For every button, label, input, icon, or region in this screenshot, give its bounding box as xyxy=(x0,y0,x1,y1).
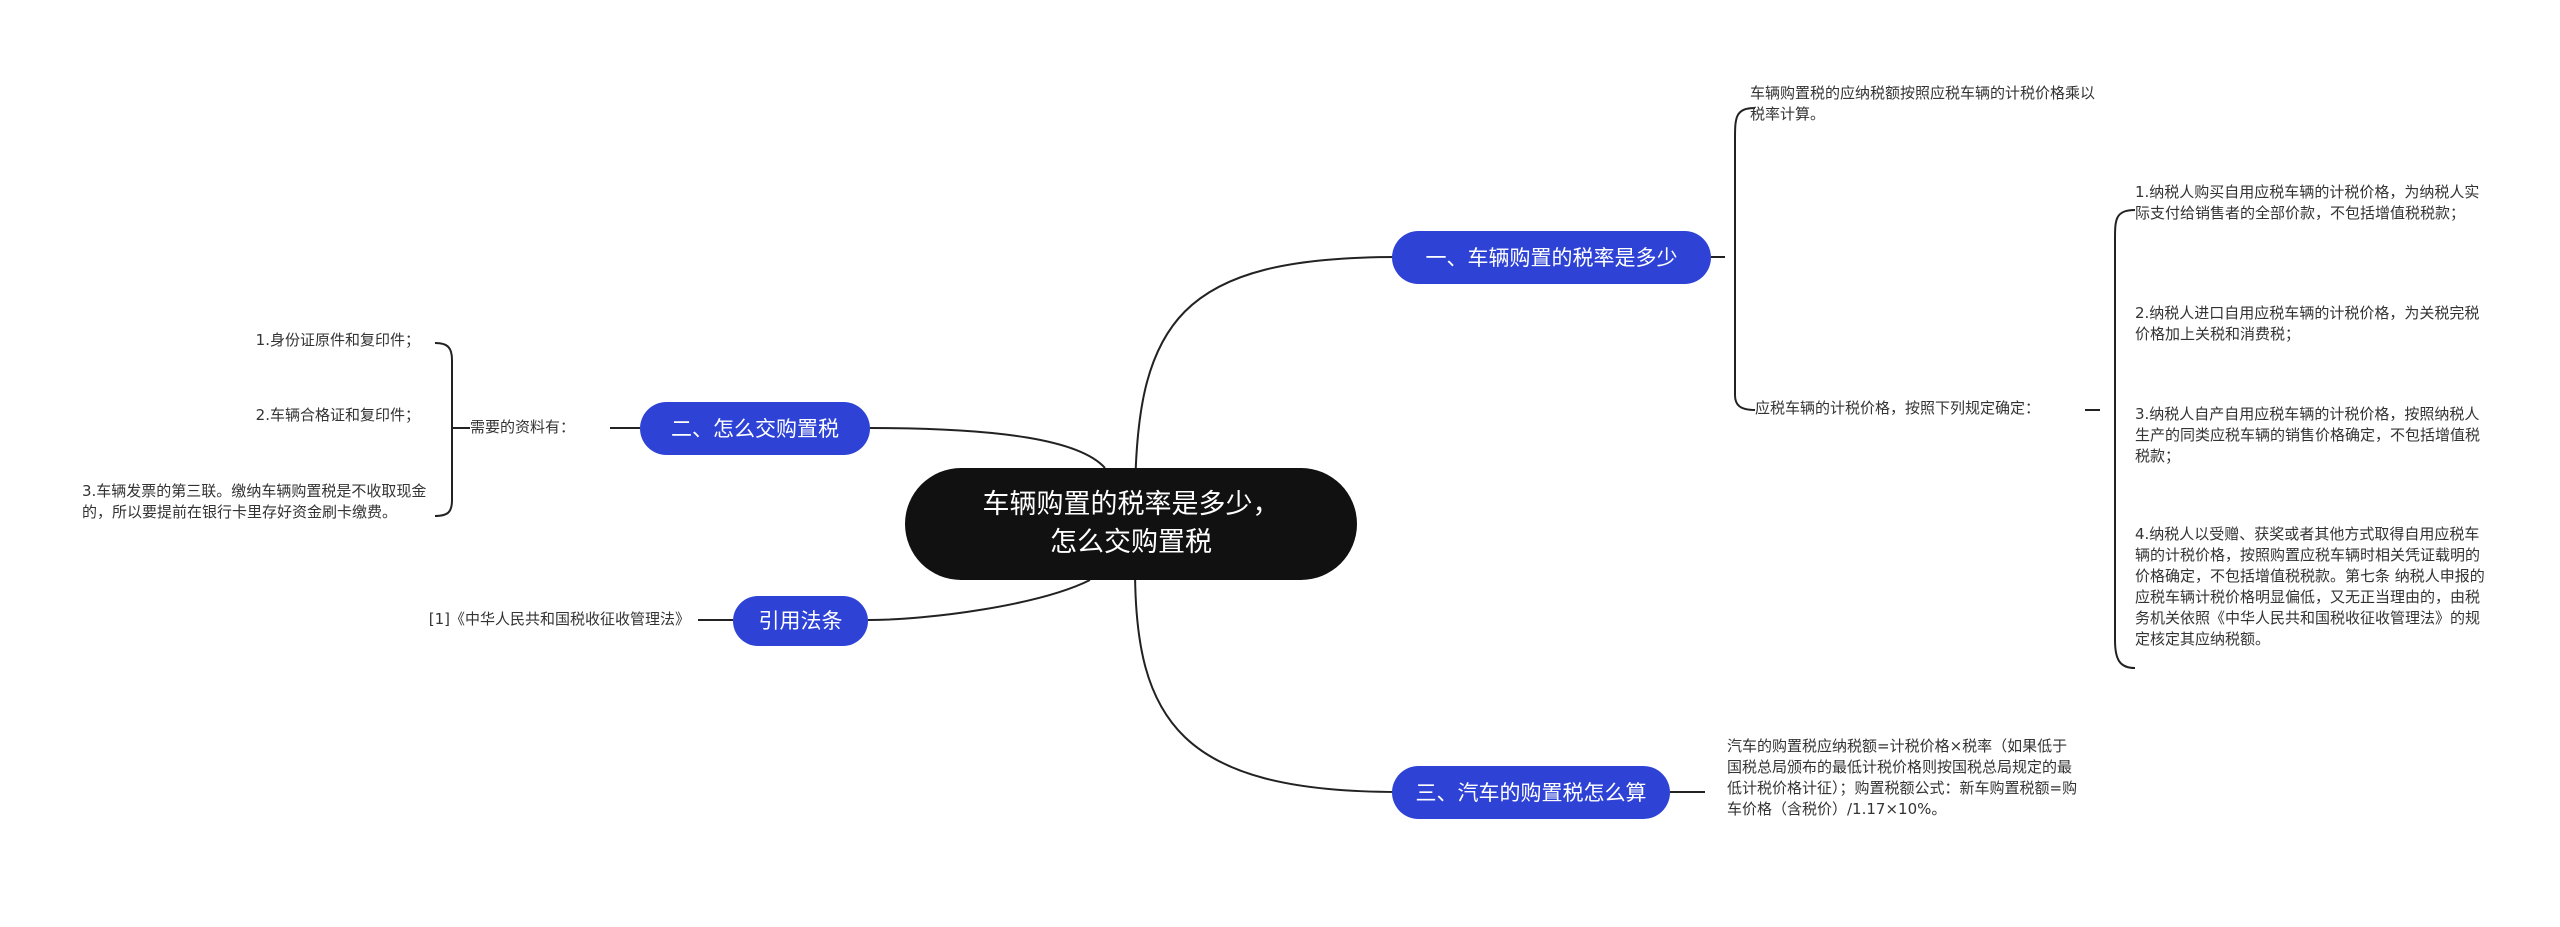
price-item-4: 4.纳税人以受赠、获奖或者其他方式取得自用应税车辆的计税价格，按照购置应税车辆时… xyxy=(2135,525,2485,648)
connector-root-b2 xyxy=(869,427,1106,469)
branch-tax-rate-label: 一、车辆购置的税率是多少 xyxy=(1425,245,1678,270)
material-item-2: 2.车辆合格证和复印件； xyxy=(255,406,420,424)
formula-text: 汽车的购置税应纳税额=计税价格×税率（如果低于国税总局颁布的最低计税价格则按国税… xyxy=(1727,737,2078,818)
root-title-line1: 车辆购置的税率是多少， xyxy=(982,489,1280,520)
price-item-2: 2.纳税人进口自用应税车辆的计税价格，为关税完税价格加上关税和消费税； xyxy=(2135,304,2480,343)
material-item-1: 1.身份证原件和复印件； xyxy=(255,331,420,349)
root-topic[interactable]: 车辆购置的税率是多少， 怎么交购置税 xyxy=(905,468,1357,580)
root-title-line2: 怎么交购置税 xyxy=(1050,527,1212,558)
connector-root-b4 xyxy=(867,579,1091,621)
branch-legal-ref-label: 引用法条 xyxy=(758,609,843,633)
branch-calc-tax-label: 三、汽车的购置税怎么算 xyxy=(1415,780,1647,805)
branch-how-to-pay[interactable]: 二、怎么交购置税 xyxy=(640,402,870,455)
branch-how-to-pay-label: 二、怎么交购置税 xyxy=(671,416,839,441)
material-item-3: 3.车辆发票的第三联。缴纳车辆购置税是不收取现金的，所以要提前在银行卡里存好资金… xyxy=(82,482,427,521)
branch-tax-rate[interactable]: 一、车辆购置的税率是多少 xyxy=(1392,231,1711,284)
branch-calc-tax[interactable]: 三、汽车的购置税怎么算 xyxy=(1392,766,1670,819)
price-item-1: 1.纳税人购买自用应税车辆的计税价格，为纳税人实际支付给销售者的全部价款，不包括… xyxy=(2135,183,2480,222)
calc-text: 车辆购置税的应纳税额按照应税车辆的计税价格乘以税率计算。 xyxy=(1750,84,2096,123)
price-item-3: 3.纳税人自产自用应税车辆的计税价格，按照纳税人生产的同类应税车辆的销售价格确定… xyxy=(2135,405,2481,465)
connector-root-b3 xyxy=(1134,567,1399,793)
legal-ref-text[interactable]: [1]《中华人民共和国税收征收管理法》 xyxy=(428,610,690,628)
materials-label: 需要的资料有： xyxy=(470,418,576,436)
connector-root-b1 xyxy=(1134,256,1399,506)
connector-price-bracket xyxy=(2085,209,2136,669)
branch-legal-ref[interactable]: 引用法条 xyxy=(733,596,868,646)
connector-b1-bracket xyxy=(1711,107,1756,411)
connector-materials-bracket xyxy=(434,342,470,517)
price-rule-label: 应税车辆的计税价格，按照下列规定确定： xyxy=(1755,399,2041,417)
